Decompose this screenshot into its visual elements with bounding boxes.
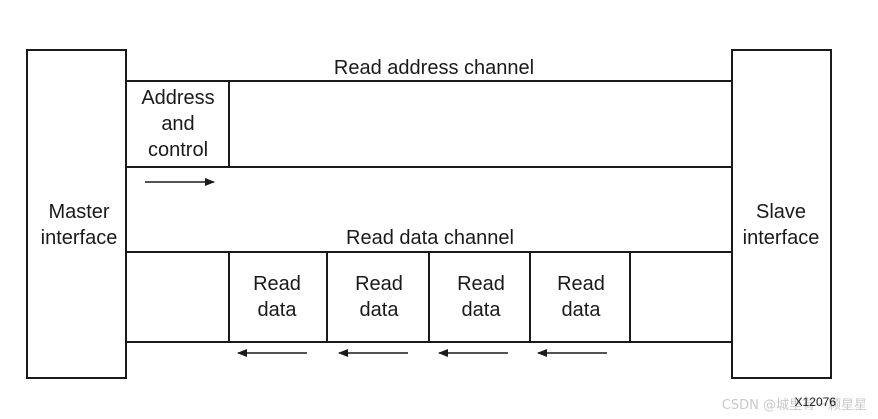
read-data-packet-3-line-1: Read (457, 273, 505, 295)
read-data-packet-3-line-2: data (462, 299, 502, 321)
read-data-channel-title: Read data channel (346, 227, 514, 249)
address-packet-label-line-2: and (161, 113, 194, 135)
master-interface-box (26, 49, 127, 379)
read-data-packet-2-line-2: data (360, 299, 400, 321)
read-data-packet-4-line-1: Read (557, 273, 605, 295)
read-data-packet-4-line-2: data (562, 299, 602, 321)
master-label-line-2: interface (41, 227, 118, 249)
csdn-watermark: CSDN @城里有一颗星星 (722, 398, 867, 413)
read-data-packet-1-line-1: Read (253, 273, 301, 295)
address-packet-label-line-1: Address (141, 87, 214, 109)
slave-label-line-1: Slave (756, 201, 806, 223)
address-packet-label-line-3: control (148, 139, 208, 161)
master-label-line-1: Master (48, 201, 109, 223)
read-data-packet-2-line-1: Read (355, 273, 403, 295)
read-address-channel-title: Read address channel (334, 57, 534, 79)
read-data-packet-1-line-2: data (258, 299, 298, 321)
slave-interface-box (731, 49, 832, 379)
slave-label-line-2: interface (743, 227, 820, 249)
figure-id: X12076 (795, 395, 837, 409)
